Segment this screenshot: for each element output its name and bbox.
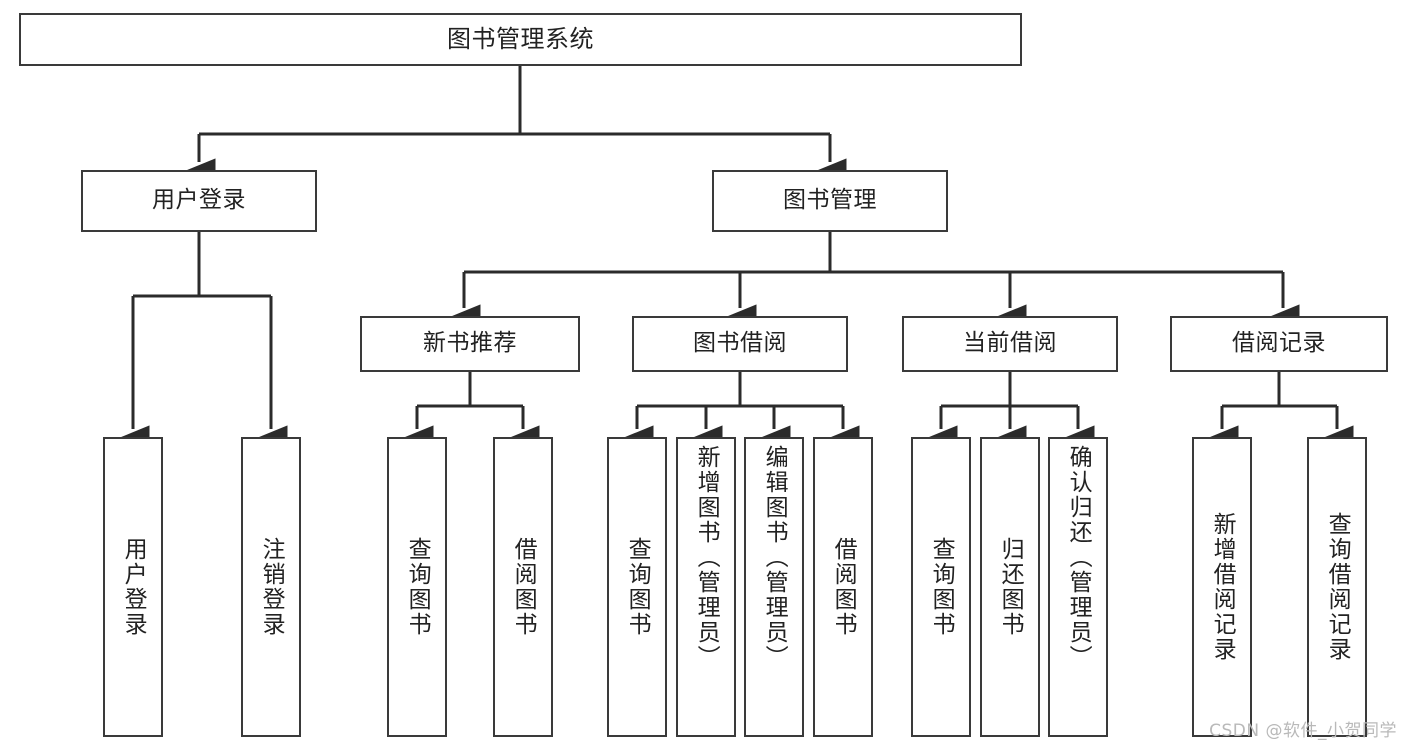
node-borrow-record[interactable]: 借阅记录 [1170, 316, 1388, 372]
node-label: 编辑图书（管理员） [761, 445, 788, 670]
node-label: 归还图书 [997, 537, 1024, 637]
leaf-logout[interactable]: 注销登录 [241, 437, 301, 737]
node-label: 查询图书 [404, 537, 431, 637]
node-label: 图书借阅 [693, 330, 787, 357]
node-book-borrow[interactable]: 图书借阅 [632, 316, 848, 372]
node-label: 查询图书 [624, 537, 651, 637]
node-label: 新增图书（管理员） [693, 445, 720, 670]
leaf-query-borrow-record[interactable]: 查询借阅记录 [1307, 437, 1367, 737]
leaf-add-borrow-record[interactable]: 新增借阅记录 [1192, 437, 1252, 737]
node-book-management[interactable]: 图书管理 [712, 170, 948, 232]
leaf-return-book[interactable]: 归还图书 [980, 437, 1040, 737]
node-label: 图书管理系统 [447, 25, 594, 54]
leaf-query-book-borrow[interactable]: 查询图书 [607, 437, 667, 737]
node-label: 用户登录 [152, 187, 246, 214]
node-label: 新书推荐 [423, 330, 517, 357]
node-user-login[interactable]: 用户登录 [81, 170, 317, 232]
watermark-text: CSDN @软件_小贺同学 [1209, 721, 1397, 741]
leaf-query-book-recommend[interactable]: 查询图书 [387, 437, 447, 737]
node-new-book-recommend[interactable]: 新书推荐 [360, 316, 580, 372]
node-label: 借阅图书 [510, 537, 537, 637]
node-label: 注销登录 [258, 537, 285, 637]
node-label: 确认归还（管理员） [1065, 445, 1092, 670]
node-label: 借阅记录 [1232, 330, 1326, 357]
node-label: 查询借阅记录 [1324, 512, 1351, 662]
leaf-borrow-book-recommend[interactable]: 借阅图书 [493, 437, 553, 737]
node-label: 查询图书 [928, 537, 955, 637]
node-label: 新增借阅记录 [1209, 512, 1236, 662]
leaf-edit-book-admin[interactable]: 编辑图书（管理员） [744, 437, 804, 737]
leaf-add-book-admin[interactable]: 新增图书（管理员） [676, 437, 736, 737]
leaf-confirm-return-admin[interactable]: 确认归还（管理员） [1048, 437, 1108, 737]
leaf-user-login[interactable]: 用户登录 [103, 437, 163, 737]
node-current-borrow[interactable]: 当前借阅 [902, 316, 1118, 372]
node-label: 当前借阅 [963, 330, 1057, 357]
leaf-borrow-book[interactable]: 借阅图书 [813, 437, 873, 737]
leaf-query-book-current[interactable]: 查询图书 [911, 437, 971, 737]
node-label: 图书管理 [783, 187, 877, 214]
node-label: 用户登录 [120, 537, 147, 637]
node-label: 借阅图书 [830, 537, 857, 637]
node-root-book-management-system[interactable]: 图书管理系统 [19, 13, 1022, 66]
